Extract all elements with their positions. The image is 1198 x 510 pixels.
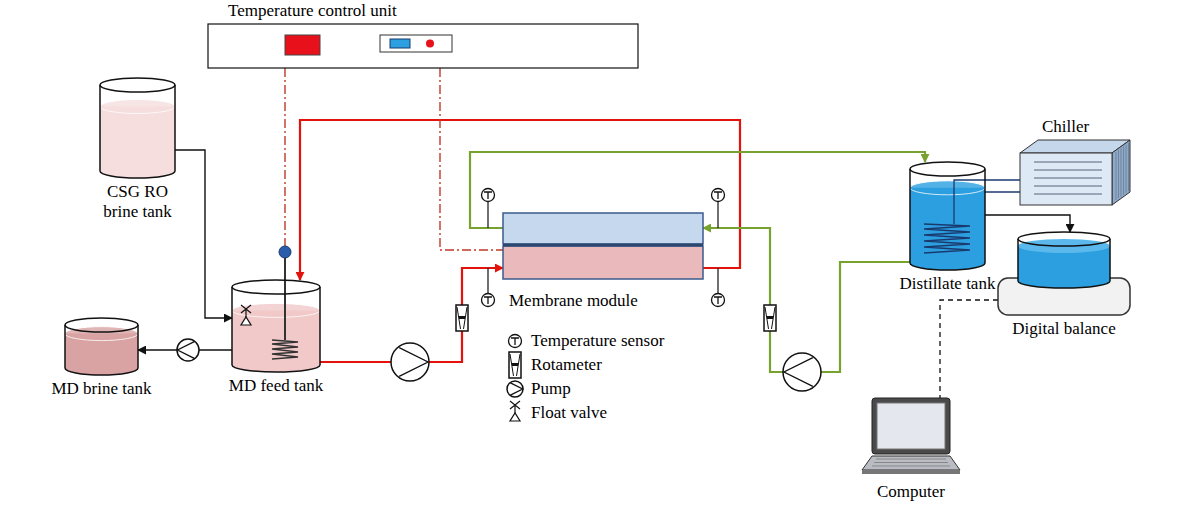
node-label: MD brine tank — [51, 379, 151, 399]
control-unit-outline — [208, 24, 638, 68]
legend-symbol — [505, 378, 527, 400]
legend-entry: Temperature sensor — [505, 330, 638, 352]
laptop-computer: Computer — [862, 398, 960, 478]
legend-symbol — [505, 354, 527, 376]
feed-tank: MD feed tank — [232, 280, 320, 372]
node-label: Chiller — [1042, 117, 1089, 137]
flow-line — [985, 215, 1070, 232]
membrane-module-outline — [503, 213, 703, 279]
brine-tank: MD brine tank — [65, 318, 138, 375]
legend-entry: Rotameter — [505, 354, 576, 376]
laptop-computer-outline — [862, 398, 960, 478]
node-label: Computer — [877, 482, 945, 502]
brine-tank-outline — [65, 318, 138, 375]
distillate-tank-outline — [910, 162, 985, 270]
flow-line — [703, 228, 910, 372]
node-label: CSG RO brine tank — [92, 182, 184, 223]
node-label: Temperature control unit — [228, 1, 397, 21]
chiller-unit: Chiller — [1020, 140, 1130, 205]
flow-line — [985, 179, 1020, 180]
legend-symbol — [505, 330, 527, 352]
flow-line — [300, 120, 740, 280]
node-label: Distillate tank — [900, 274, 996, 294]
legend-label: Rotameter — [531, 355, 602, 374]
supply-tank: CSG RO brine tank — [100, 78, 175, 178]
legend-label: Float valve — [531, 403, 607, 422]
legend-symbol — [505, 402, 527, 424]
legend-label: Temperature sensor — [531, 331, 664, 350]
distillate-tank: Distillate tank — [910, 162, 985, 270]
inline-symbols — [177, 189, 821, 392]
legend-entry: Pump — [505, 378, 545, 400]
digital-balance-outline — [998, 232, 1130, 315]
node-label: Membrane module — [509, 291, 638, 311]
chiller-unit-outline — [1020, 140, 1130, 205]
node-label: Digital balance — [1012, 319, 1115, 339]
node-label: MD feed tank — [229, 376, 323, 396]
supply-tank-outline — [100, 78, 175, 178]
flow-line — [175, 150, 232, 318]
flow-line — [440, 68, 503, 250]
digital-balance: Digital balance — [998, 232, 1130, 315]
flow-line — [940, 300, 998, 398]
feed-tank-outline — [232, 280, 320, 372]
membrane-module: Membrane module — [503, 213, 703, 279]
control-unit: Temperature control unit — [208, 24, 638, 68]
legend-entry: Float valve — [505, 402, 581, 424]
legend-label: Pump — [531, 379, 571, 398]
